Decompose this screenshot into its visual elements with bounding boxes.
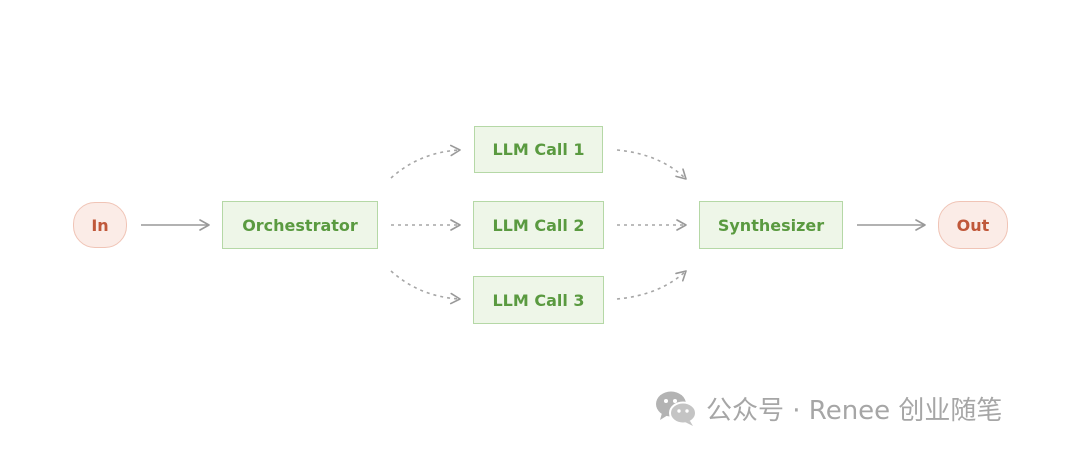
synthesizer-node-label: Synthesizer: [717, 215, 825, 235]
llm-call-3-node: LLM Call 3: [473, 276, 604, 324]
llm-call-1-node: LLM Call 1: [474, 126, 603, 173]
synthesizer-node: Synthesizer: [699, 201, 843, 249]
llm-call-3-node-label: LLM Call 3: [492, 290, 585, 310]
arrow-orchestrator-to-llm-call-1: [390, 144, 461, 179]
in-node-label: In: [91, 215, 109, 235]
in-node: In: [73, 202, 127, 248]
llm-call-1-node-label: LLM Call 1: [492, 140, 585, 159]
llm-call-2-node: LLM Call 2: [473, 201, 604, 249]
wechat-icon: [656, 391, 697, 426]
watermark: 公众号 · Renee 创业随笔: [654, 386, 1002, 430]
watermark-text: 公众号 · Renee 创业随笔: [706, 395, 1003, 426]
orchestrator-node: Orchestrator: [222, 201, 378, 249]
arrow-llm-call-1-to-synthesizer: [616, 149, 687, 180]
orchestrator-node-label: Orchestrator: [242, 215, 358, 235]
llm-call-2-node-label: LLM Call 2: [492, 215, 585, 235]
out-node-label: Out: [956, 215, 990, 235]
arrow-llm-call-3-to-synthesizer: [616, 270, 687, 300]
out-node: Out: [938, 201, 1008, 249]
arrow-orchestrator-to-llm-call-3: [390, 270, 461, 305]
